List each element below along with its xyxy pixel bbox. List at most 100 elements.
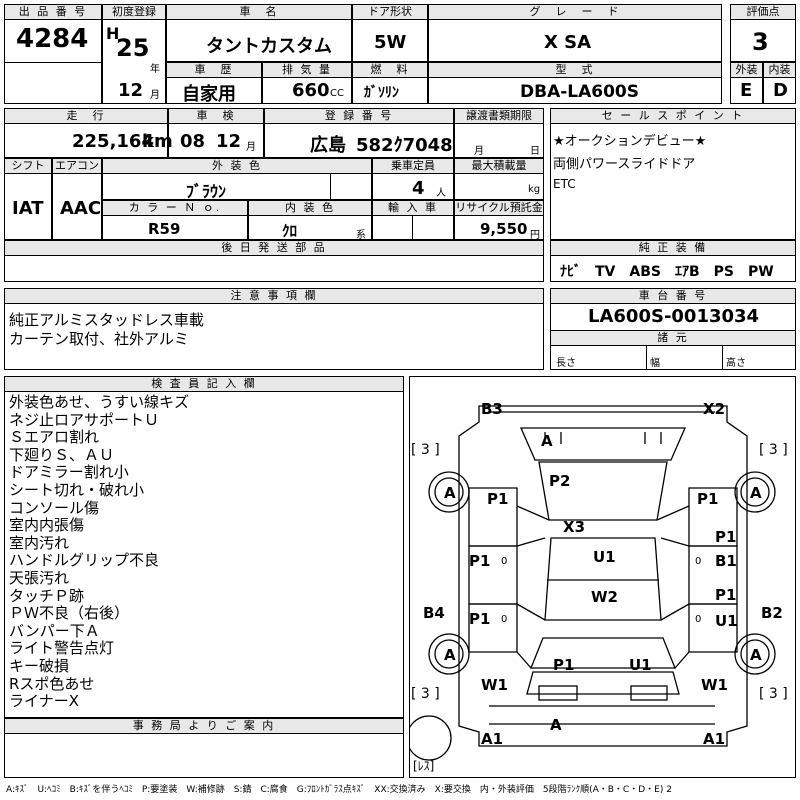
label-p1-fl: P1 — [487, 490, 508, 508]
reg-area: 広島 — [310, 135, 346, 156]
label-u1-roof: U1 — [593, 548, 616, 566]
label-wheel-fr: A — [750, 484, 762, 502]
int-score: D — [773, 80, 788, 101]
color-no-header: カ ラ ー Ｎ ｏ. — [102, 200, 248, 216]
door-type: 5W — [374, 32, 407, 53]
wheel-rear-right-inner — [740, 639, 770, 669]
label-p1-fr: P1 — [697, 490, 718, 508]
rear-bumper — [489, 705, 715, 725]
label-a1-left: A1 — [481, 730, 503, 748]
right-quarter — [688, 603, 738, 653]
inspector-notes: 外装色あせ、うすい線キズ ネジ止ロアサポートＵ Ｓエアロ割れ 下廻りＳ、ＡＵ ド… — [9, 393, 399, 711]
wheel-rear-left-inner — [434, 639, 464, 669]
notes-header: 注 意 事 項 欄 — [4, 288, 544, 304]
model-header: 型 式 — [428, 62, 722, 78]
label-zero-rl: 0 — [501, 614, 507, 625]
label-p1-rl: P1 — [469, 610, 490, 628]
inspector-note: バンパー下Ａ — [9, 621, 100, 640]
pillar-left — [516, 505, 550, 669]
shift-header: シフト — [4, 158, 52, 174]
label-wheel-fl: A — [444, 484, 456, 502]
lot-number-header: 出 品 番 号 — [4, 4, 102, 20]
office-header: 事 務 局 よ り ご 案 内 — [4, 718, 404, 734]
fuel-header: 燃 料 — [352, 62, 428, 78]
wiper-right — [644, 432, 662, 444]
chassis-header: 車 台 番 号 — [550, 288, 796, 304]
fuel: ｶﾞｿﾘﾝ — [364, 85, 399, 101]
inspector-note: 室内内張傷 — [9, 516, 85, 535]
label-w2: W2 — [591, 588, 618, 606]
label-w1-right: W1 — [701, 676, 728, 694]
sales-point-3: ETC — [553, 177, 576, 191]
inspector-header: 検 査 員 記 入 欄 — [4, 376, 404, 392]
dims-header: 諸 元 — [550, 330, 796, 346]
interior-color: ｸﾛ — [282, 222, 298, 240]
capacity: 4 — [412, 178, 425, 199]
ext-score: E — [740, 80, 753, 101]
label-wheel-rl: A — [444, 646, 456, 664]
equipment-header: 純 正 装 備 — [550, 240, 796, 256]
label-b3: B3 — [481, 400, 503, 418]
spare-tire — [409, 715, 452, 761]
wheel-front-left-inner — [434, 477, 464, 507]
inspector-note: タッチＰ跡 — [9, 586, 85, 605]
label-a-bumper: A — [550, 716, 562, 734]
inspector-note: Rスポ色あせ — [9, 674, 95, 693]
car-name: タントカスタム — [206, 36, 332, 57]
pillar-right — [656, 505, 690, 669]
door-header: ドア形状 — [352, 4, 428, 20]
inspector-note: ライナーX — [9, 692, 79, 711]
note-1: 純正アルミスタッドレス車載 — [9, 311, 204, 329]
history: 自家用 — [182, 84, 236, 105]
inspector-note: ネジ止ロアサポートＵ — [9, 410, 160, 429]
inspection-month: 12 — [216, 131, 242, 152]
equipment: ﾅﾋﾞ TV ABS ｴｱB PS PW — [560, 264, 774, 280]
inspector-note: シート切れ・破れ小 — [9, 480, 145, 499]
inspector-note: ＰＷ不良（右後） — [9, 604, 130, 623]
score: 3 — [752, 28, 769, 56]
tire-depth-rr: [ 3 ] — [759, 686, 788, 702]
reg-no-header: 登 録 番 号 — [264, 108, 454, 124]
body-outline — [458, 405, 748, 747]
year-unit: 年 — [150, 64, 160, 75]
label-zero-ml: 0 — [501, 556, 507, 567]
displacement: 660 — [292, 80, 330, 101]
inspection-header: 車 検 — [168, 108, 264, 124]
color-no: R59 — [148, 220, 181, 238]
cc-unit: CC — [330, 88, 344, 99]
km-unit: km — [142, 131, 173, 152]
era: H — [106, 24, 120, 43]
recycle-fee: 9,550 — [480, 220, 528, 238]
car-diagram-box — [409, 376, 796, 778]
dims-divider-2 — [722, 346, 723, 370]
inspection-year: 08 — [180, 131, 206, 152]
legend: A:ｷｽﾞ U:ﾍｺﾐ B:ｷｽﾞを伴うﾍｺﾐ P:要塗装 W:補修跡 S:錆 … — [6, 785, 672, 795]
grade: X SA — [544, 32, 592, 53]
tire-depth-fl: [ 3 ] — [411, 442, 440, 458]
doc-date-header: 譲渡書類期限 — [454, 108, 544, 124]
label-w1-left: W1 — [481, 676, 508, 694]
model: DBA-LA600S — [520, 82, 639, 102]
label-wheel-rr: A — [750, 646, 762, 664]
ac: AAC — [60, 198, 102, 219]
inspector-note: 外装色あせ、うすい線キズ — [9, 393, 190, 411]
capacity-header: 乗車定員 — [372, 158, 454, 174]
label-p1-rear: P1 — [553, 656, 574, 674]
capacity-unit: 人 — [436, 188, 446, 199]
recycle-unit: 円 — [530, 230, 540, 241]
label-p1-mr: P1 — [715, 528, 736, 546]
spare-tire-label: [ﾚｽ] — [413, 759, 434, 773]
inspector-note: ハンドルグリップ不良 — [9, 551, 160, 570]
width-label: 幅 — [650, 358, 660, 369]
label-x3: X3 — [563, 518, 585, 536]
inspector-note: Ｓエアロ割れ — [9, 428, 100, 447]
reg-number: 582ｸ7048 — [356, 135, 453, 156]
dims-divider-1 — [646, 346, 647, 370]
label-b2: B2 — [761, 604, 783, 622]
label-a-windshield: A — [541, 432, 553, 450]
first-reg-month: 12 — [118, 80, 144, 101]
chassis-number: LA600S-0013034 — [588, 306, 760, 327]
inspector-note: 下廻りＳ、ＡＵ — [9, 445, 115, 464]
hood — [538, 461, 668, 521]
wheel-front-left — [428, 471, 470, 513]
